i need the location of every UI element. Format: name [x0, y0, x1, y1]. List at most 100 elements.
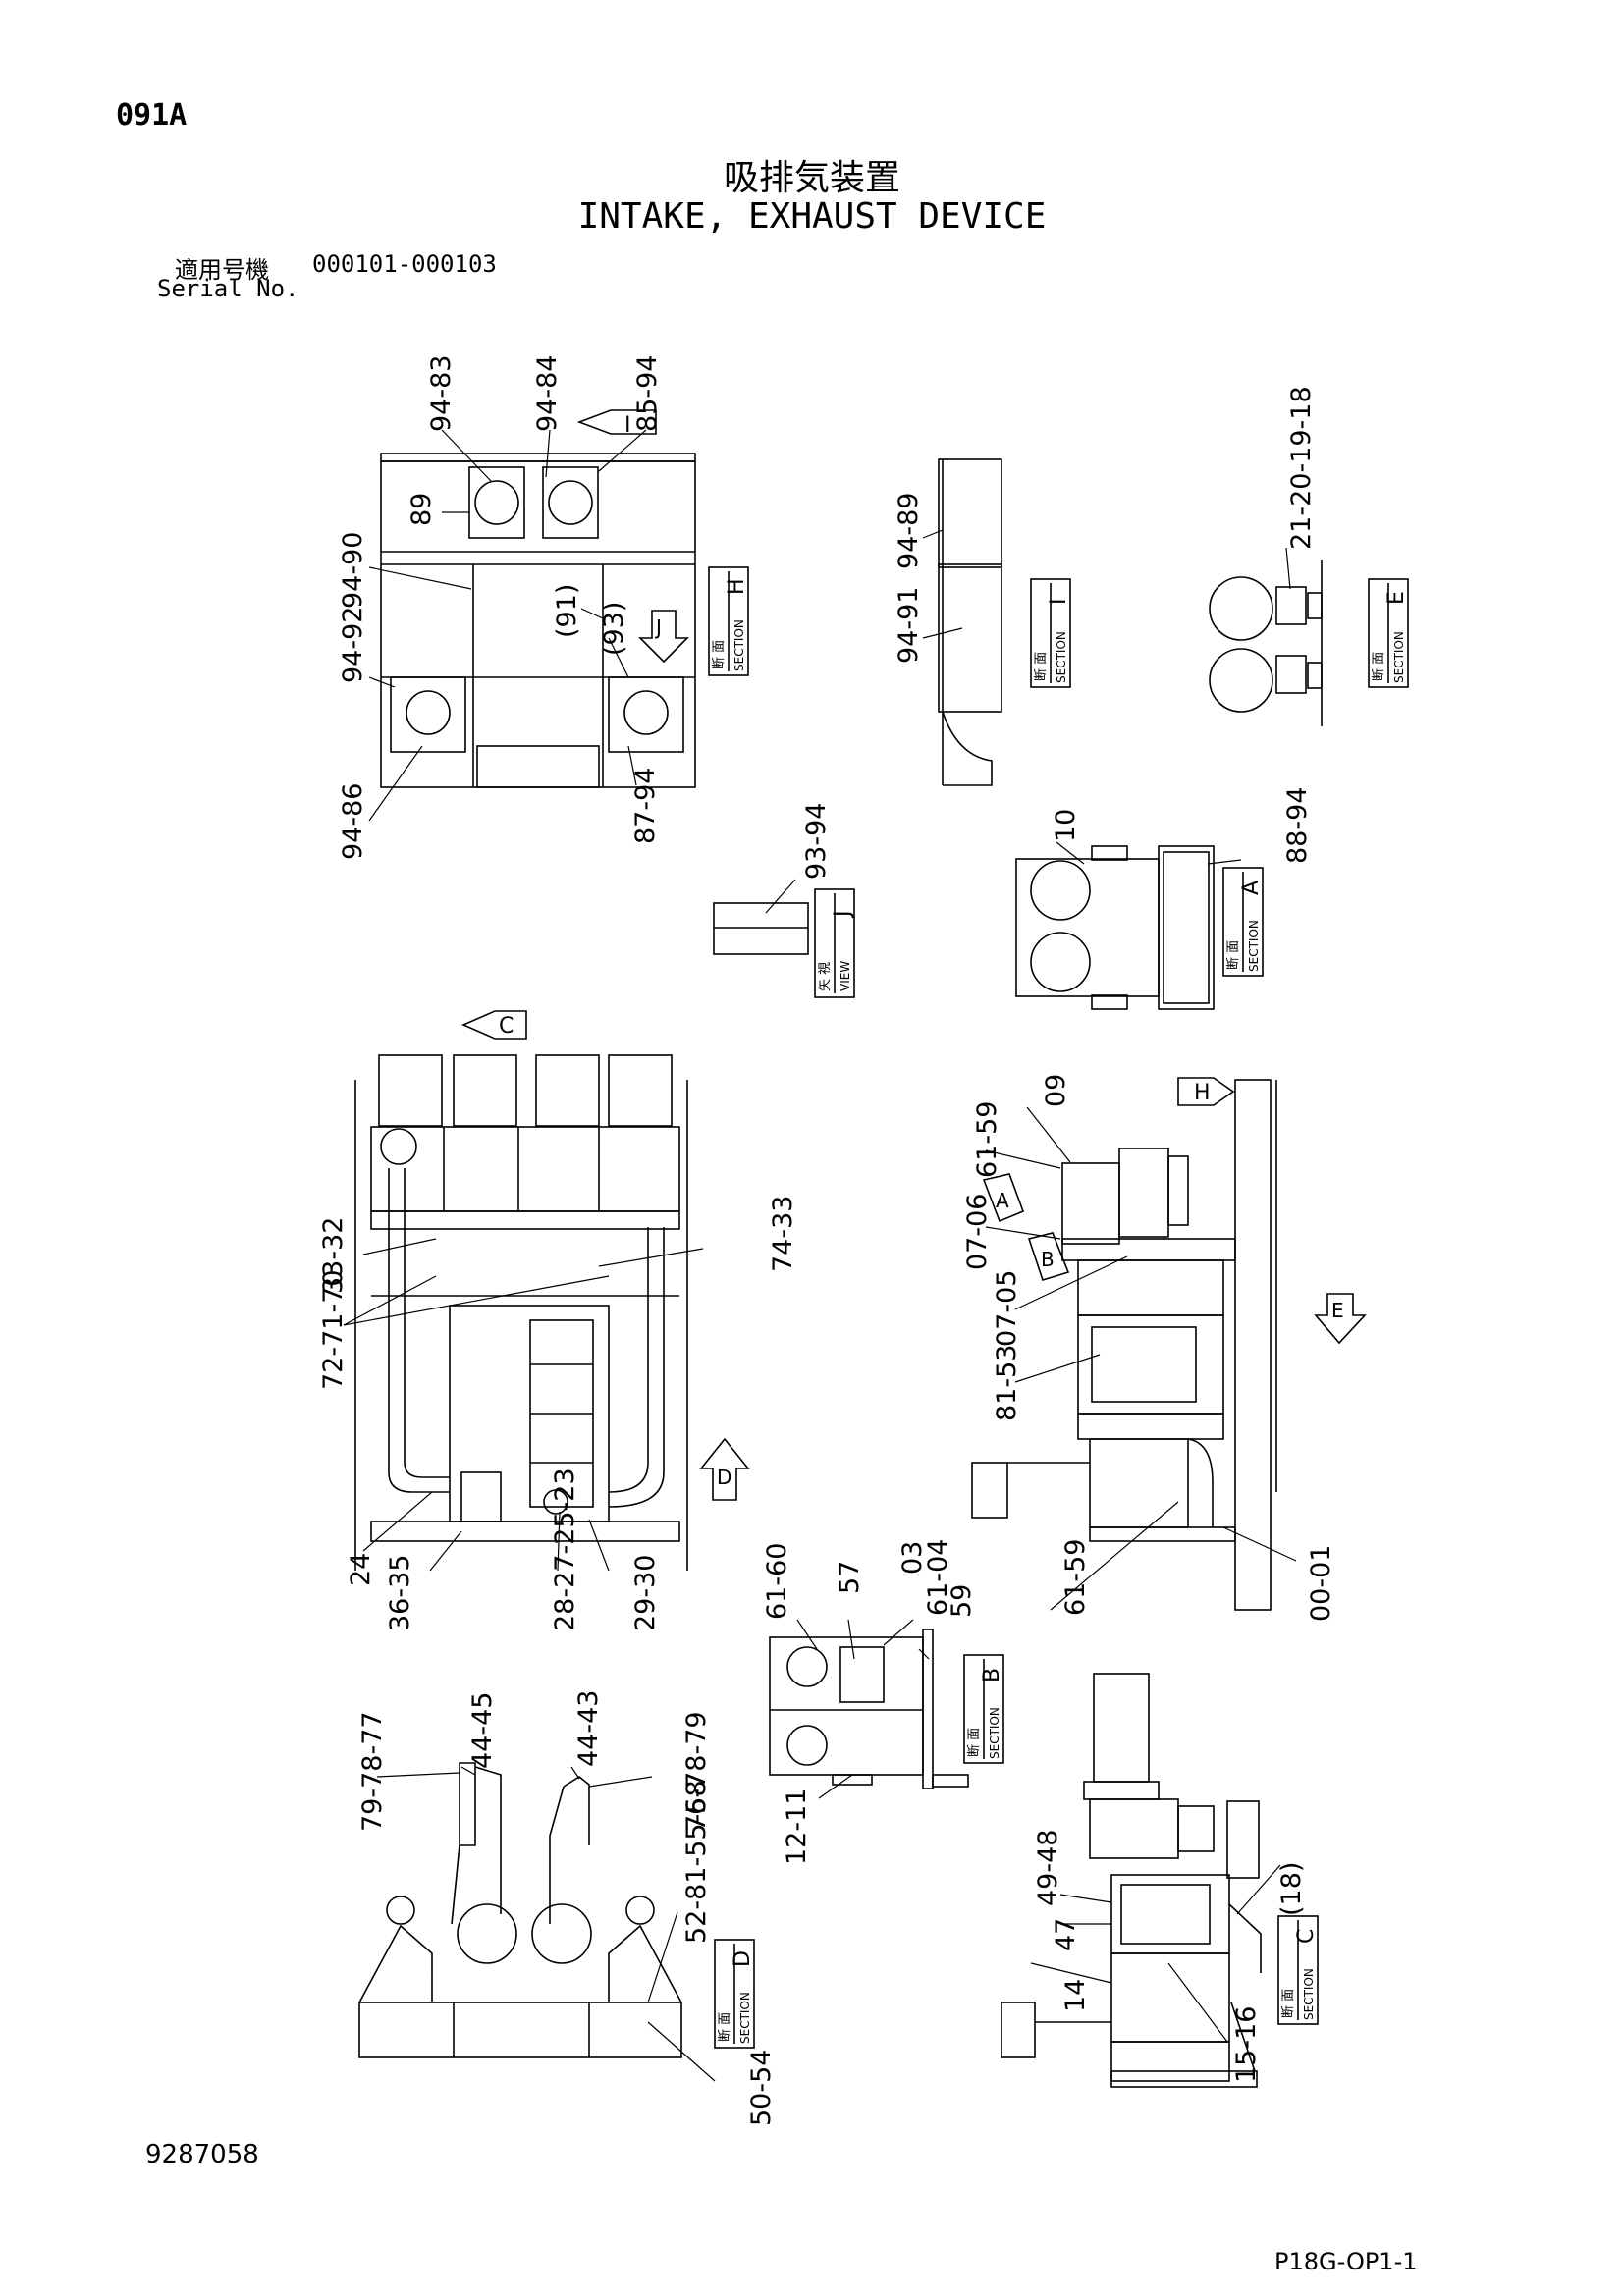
- section-label-b: 断 面 SECTION B: [963, 1654, 1004, 1764]
- serial-range: 000101-000103: [312, 250, 497, 278]
- callout-10: 10: [1051, 809, 1081, 842]
- svg-text:断 面: 断 面: [1034, 652, 1049, 681]
- svg-text:A: A: [1239, 881, 1264, 895]
- svg-text:I: I: [1047, 599, 1071, 606]
- view-j: [713, 902, 809, 955]
- callout-89: 89: [406, 493, 437, 526]
- view-arrow-b: B: [1027, 1232, 1070, 1281]
- svg-text:SECTION: SECTION: [1302, 1968, 1316, 2020]
- callout-79-78-77: 79-78-77: [357, 1711, 388, 1832]
- view-arrow-d: D: [699, 1437, 750, 1501]
- callout-94-89: 94-89: [893, 493, 924, 569]
- section-b-view: [769, 1629, 969, 1789]
- section-label-e: 断 面 SECTION E: [1368, 578, 1409, 688]
- callout-81-53: 81-53: [992, 1345, 1022, 1421]
- svg-text:H: H: [725, 578, 749, 595]
- svg-text:SECTION: SECTION: [1392, 631, 1406, 683]
- callout-93-94: 93-94: [801, 803, 832, 880]
- page-code: 091A: [116, 98, 188, 133]
- svg-text:SECTION: SECTION: [738, 1992, 752, 2044]
- svg-text:断 面: 断 面: [967, 1728, 982, 1757]
- side-view-main: [971, 1079, 1277, 1611]
- callout-50-54: 50-54: [746, 2050, 777, 2126]
- svg-text:I: I: [624, 413, 631, 438]
- view-arrow-e: E: [1314, 1293, 1367, 1345]
- section-c-view: [1001, 1673, 1262, 2088]
- callout-44-45: 44-45: [467, 1692, 498, 1769]
- callout-94-90: 94-90: [338, 532, 368, 609]
- callout-76-78-79: 76-78-79: [681, 1711, 712, 1832]
- leader-lines: [343, 429, 1297, 2082]
- callout-33-32: 33-32: [318, 1217, 349, 1294]
- svg-text:SECTION: SECTION: [988, 1707, 1001, 1759]
- callout-44-43: 44-43: [573, 1690, 604, 1767]
- callout-18-paren: (18): [1276, 1862, 1307, 1916]
- svg-text:B: B: [980, 1668, 1004, 1682]
- callout-29-30: 29-30: [630, 1555, 661, 1631]
- title-english: INTAKE, EXHAUST DEVICE: [577, 196, 1047, 237]
- svg-text:C: C: [499, 1014, 514, 1039]
- svg-text:断 面: 断 面: [1281, 1989, 1296, 2018]
- callout-94-83: 94-83: [426, 355, 457, 432]
- callout-07-06: 07-06: [962, 1194, 993, 1270]
- callout-21-20-19-18: 21-20-19-18: [1286, 386, 1317, 550]
- callout-72-71-70: 72-71-70: [318, 1269, 349, 1390]
- section-label-a: 断 面 SECTION A: [1222, 867, 1264, 977]
- svg-text:断 面: 断 面: [1372, 652, 1386, 681]
- callout-94-91: 94-91: [893, 587, 924, 664]
- callout-61-59-upper: 61-59: [972, 1101, 1002, 1178]
- plan-view-main: [354, 1054, 688, 1571]
- svg-text:E: E: [1331, 1299, 1344, 1322]
- serial-label-english: Serial No.: [157, 275, 299, 302]
- view-arrow-i: I: [576, 409, 657, 438]
- section-label-d: 断 面 SECTION D: [714, 1939, 755, 2049]
- svg-text:J: J: [654, 615, 662, 639]
- svg-text:SECTION: SECTION: [732, 619, 746, 671]
- section-label-h: 断 面 SECTION H: [708, 566, 749, 676]
- callout-52-81-55-58: 52-81-55-58: [681, 1780, 712, 1944]
- callout-85-94: 85-94: [632, 355, 663, 432]
- callout-94-92: 94-92: [338, 607, 368, 683]
- view-arrow-h: H: [1177, 1077, 1235, 1106]
- view-arrow-a: A: [982, 1173, 1025, 1223]
- serial-label-japanese: 適用号機: [175, 256, 269, 284]
- section-label-c: 断 面 SECTION C: [1277, 1915, 1319, 2025]
- callout-61-59-lower: 61-59: [1060, 1539, 1091, 1616]
- callout-14: 14: [1060, 1979, 1091, 2012]
- callout-57: 57: [835, 1561, 865, 1594]
- svg-text:矢 視: 矢 視: [818, 962, 833, 991]
- view-arrow-c: C: [461, 1010, 527, 1040]
- callout-labels: 94-83 94-84 85-94 89 94-90 (91) (93) 94-…: [318, 355, 1336, 2126]
- svg-text:C: C: [1294, 1929, 1319, 1944]
- callout-94-86: 94-86: [338, 783, 368, 860]
- svg-text:J: J: [831, 911, 855, 920]
- callout-87-94: 87-94: [630, 768, 661, 844]
- svg-text:断 面: 断 面: [718, 2012, 732, 2042]
- callout-03: 03: [897, 1541, 928, 1575]
- document-number: 9287058: [145, 2140, 259, 2169]
- svg-text:E: E: [1384, 591, 1409, 605]
- svg-text:D: D: [731, 1950, 755, 1967]
- svg-text:D: D: [717, 1466, 731, 1489]
- callout-74-33: 74-33: [768, 1196, 798, 1272]
- callout-88-94: 88-94: [1282, 787, 1313, 864]
- callout-09: 09: [1041, 1074, 1071, 1107]
- svg-text:SECTION: SECTION: [1247, 920, 1261, 972]
- callout-00-01: 00-01: [1306, 1545, 1336, 1622]
- section-label-i: 断 面 SECTION I: [1030, 578, 1071, 688]
- svg-text:断 面: 断 面: [712, 640, 727, 669]
- callout-59: 59: [947, 1584, 977, 1618]
- callout-24: 24: [346, 1553, 376, 1586]
- callout-94-84: 94-84: [532, 355, 563, 432]
- section-i-view: [938, 458, 1002, 786]
- plan-view-top: [380, 453, 696, 788]
- svg-text:断 面: 断 面: [1226, 940, 1241, 970]
- section-e-view: [1209, 560, 1323, 726]
- callout-49-48: 49-48: [1033, 1830, 1063, 1906]
- callout-61-04: 61-04: [923, 1539, 953, 1616]
- callout-61-60: 61-60: [762, 1543, 792, 1620]
- section-d-view: [358, 1762, 682, 2058]
- title-japanese: 吸排気装置: [723, 158, 900, 198]
- callout-12-11: 12-11: [782, 1789, 812, 1865]
